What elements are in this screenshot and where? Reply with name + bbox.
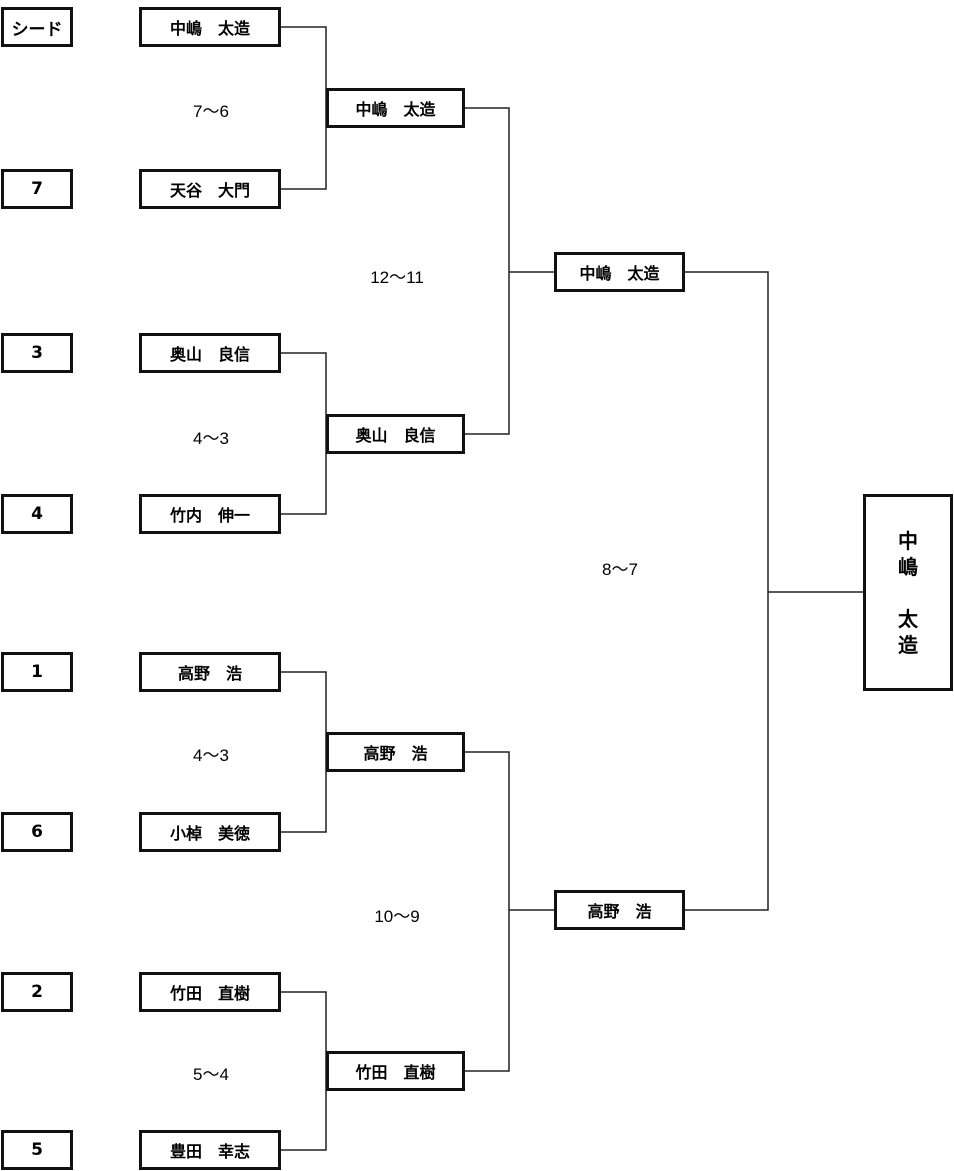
seed-box: 3 [1, 333, 73, 373]
seed-box: 7 [1, 169, 73, 209]
player-box: 竹内 伸一 [139, 494, 281, 534]
seed-box: シード [1, 7, 73, 47]
champion-char: 中 [898, 528, 918, 553]
seed-box: 2 [1, 972, 73, 1012]
match-score: 10〜9 [374, 907, 420, 926]
seed-box: 4 [1, 494, 73, 534]
connector-line [465, 751, 510, 1072]
player-box: 小棹 美徳 [139, 812, 281, 852]
final-score: 8〜7 [602, 560, 638, 579]
player-box: 豊田 幸志 [139, 1130, 281, 1170]
connector-line [281, 352, 327, 515]
champion-box: 中 嶋 太 造 [863, 494, 953, 691]
match-score: 7〜6 [193, 102, 229, 121]
semifinal-winner-box: 中嶋 太造 [554, 252, 685, 292]
connector-line [685, 271, 769, 911]
match-score: 12〜11 [370, 268, 424, 287]
match-score: 5〜4 [193, 1065, 229, 1084]
semifinal-winner-box: 高野 浩 [554, 890, 685, 930]
champion-char: 造 [898, 632, 918, 657]
round2-winner-box: 中嶋 太造 [326, 88, 465, 128]
connector-line [281, 671, 327, 833]
seed-box: 5 [1, 1130, 73, 1170]
player-box: 中嶋 太造 [139, 7, 281, 47]
match-score: 4〜3 [193, 429, 229, 448]
round2-winner-box: 奥山 良信 [326, 414, 465, 454]
champion-char: 嶋 [898, 554, 918, 579]
player-box: 奥山 良信 [139, 333, 281, 373]
connector-line [465, 107, 510, 435]
player-box: 天谷 大門 [139, 169, 281, 209]
match-score: 4〜3 [193, 746, 229, 765]
champion-char: 太 [898, 606, 918, 631]
seed-box: 6 [1, 812, 73, 852]
round2-winner-box: 高野 浩 [326, 732, 465, 772]
round2-winner-box: 竹田 直樹 [326, 1051, 465, 1091]
connector-line [281, 26, 327, 190]
seed-box: 1 [1, 652, 73, 692]
player-box: 竹田 直樹 [139, 972, 281, 1012]
player-box: 高野 浩 [139, 652, 281, 692]
connector-line [281, 991, 327, 1151]
